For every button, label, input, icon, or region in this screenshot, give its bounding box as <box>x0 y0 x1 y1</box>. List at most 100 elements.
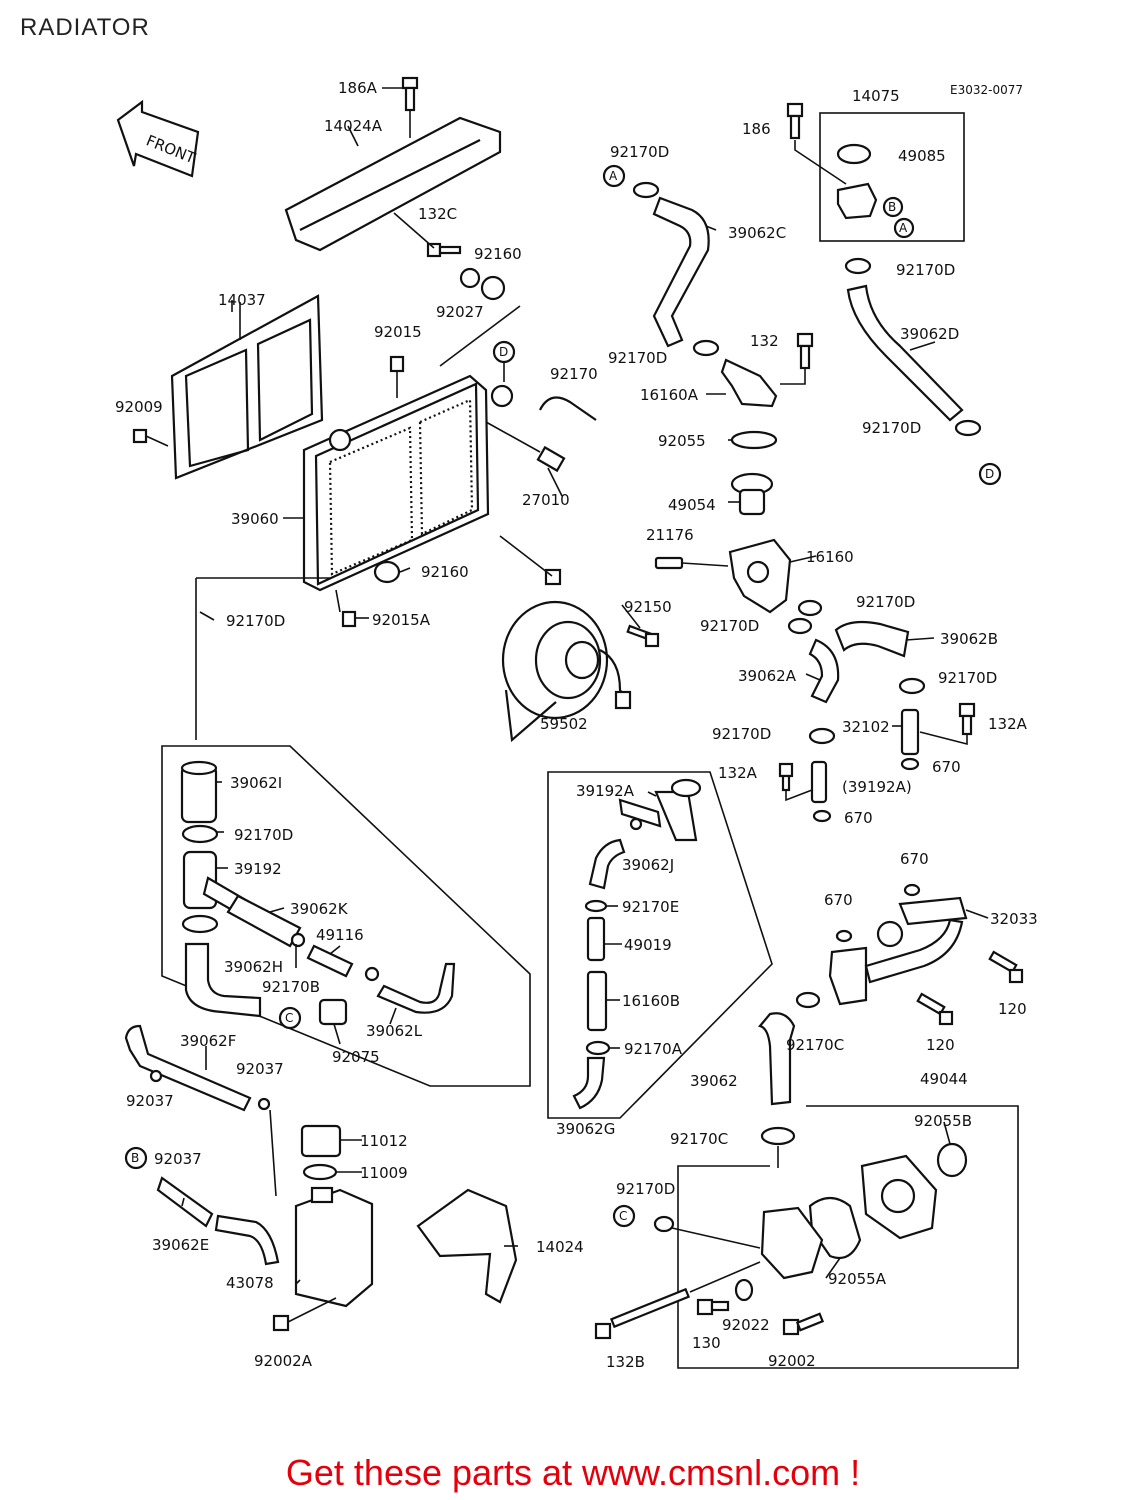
label-92170D-a: 92170D <box>226 612 285 630</box>
label-120-a: 120 <box>998 1000 1027 1018</box>
o-ring-670-a <box>900 757 920 771</box>
label-92170D-e: 92170D <box>608 349 667 367</box>
label-39060: 39060 <box>231 510 279 528</box>
label-39062: 39062 <box>690 1072 738 1090</box>
label-16160B: 16160B <box>622 992 680 1010</box>
bolt-92150 <box>626 624 660 648</box>
hose-39062H <box>184 942 262 1018</box>
gasket-49085 <box>836 143 872 165</box>
label-39062G: 39062G <box>556 1120 615 1138</box>
clamp-92170C-pump <box>760 1126 796 1146</box>
hose-39062C <box>652 196 710 348</box>
collar-92027 <box>459 267 481 289</box>
bolt-132B <box>594 1287 691 1340</box>
callout-B-left-label: B <box>131 1151 139 1165</box>
fan-switch-27010 <box>485 421 566 473</box>
label-132A-b: 132A <box>718 764 758 782</box>
label-49116: 49116 <box>316 926 364 944</box>
label-92055A: 92055A <box>828 1270 887 1288</box>
callout-A-top <box>602 164 626 188</box>
callout-C-left-label: C <box>285 1011 293 1025</box>
label-92002: 92002 <box>768 1352 816 1370</box>
bolt-186A <box>401 76 419 112</box>
clamp-92170E <box>584 899 608 913</box>
label-92055B: 92055B <box>914 1112 972 1130</box>
sensor-21176 <box>654 556 684 570</box>
hose-39062B <box>834 620 910 658</box>
hose-39062 <box>758 1012 796 1106</box>
label-670-c: 670 <box>900 850 929 868</box>
label-39062C: 39062C <box>728 224 786 242</box>
label-39062L: 39062L <box>366 1022 423 1040</box>
label-186A: 186A <box>338 79 378 97</box>
clamp-92037-a <box>149 1069 163 1083</box>
label-32033: 32033 <box>990 910 1038 928</box>
clamp-92170D-b <box>844 257 872 275</box>
label-14037: 14037 <box>218 291 266 309</box>
footer-promo-link[interactable]: Get these parts at www.cmsnl.com ! <box>285 1452 861 1493</box>
reservoir-43078 <box>294 1186 374 1308</box>
cap-11012 <box>300 1124 342 1158</box>
washer-92022 <box>734 1278 754 1302</box>
bolt-186 <box>786 102 804 140</box>
label-92009: 92009 <box>115 398 163 416</box>
joint-49019 <box>586 916 606 962</box>
callout-A-top-right-label: A <box>899 221 908 235</box>
gasket-11009 <box>302 1163 338 1181</box>
hose-39062L <box>376 962 456 1014</box>
label-16160: 16160 <box>806 548 854 566</box>
o-ring-92055B <box>936 1142 968 1178</box>
callout-A-top-label: A <box>609 169 618 183</box>
radiator-parts-diagram: E3032-0077 FRONT <box>115 76 1038 1371</box>
label-92170D-d: 92170D <box>862 419 921 437</box>
label-43078: 43078 <box>226 1274 274 1292</box>
clamp-92170C <box>795 991 821 1009</box>
label-92160-top: 92160 <box>474 245 522 263</box>
clamp-92170D-c <box>632 181 660 199</box>
label-49085: 49085 <box>898 147 946 165</box>
hose-39062K <box>226 894 306 948</box>
label-92170D-b: 92170D <box>610 143 669 161</box>
fan-59502 <box>501 568 632 743</box>
label-670-d: 670 <box>824 891 853 909</box>
drawing-code: E3032-0077 <box>950 83 1023 97</box>
label-21176: 21176 <box>646 526 694 544</box>
clamp-92170D-left <box>181 824 219 844</box>
bolt-132A-a <box>958 702 976 736</box>
label-49054: 49054 <box>668 496 716 514</box>
label-92170C: 92170C <box>786 1036 844 1054</box>
housing-16160A <box>720 358 778 408</box>
label-49044: 49044 <box>920 1070 968 1088</box>
grommet-92075 <box>318 998 348 1026</box>
callout-D-left-label: D <box>499 345 508 359</box>
clamp-92170A <box>585 1040 611 1056</box>
label-92160-bottom: 92160 <box>421 563 469 581</box>
label-39192: 39192 <box>234 860 282 878</box>
label-92170D-k: 92170D <box>616 1180 675 1198</box>
thermostat-49054 <box>730 472 774 516</box>
label-92170: 92170 <box>550 365 598 383</box>
shroud-14024A <box>284 116 502 252</box>
nut-92015 <box>389 355 405 373</box>
label-132A-a: 132A <box>988 715 1028 733</box>
label-39062E: 39062E <box>152 1236 209 1254</box>
water-pump-49044 <box>760 1154 938 1280</box>
label-32102: 32102 <box>842 718 890 736</box>
clamp-92170D-lower <box>181 914 219 934</box>
hose-39062I <box>180 760 218 824</box>
hose-39062F <box>124 1024 252 1112</box>
label-39062F: 39062F <box>180 1032 236 1050</box>
label-39062J: 39062J <box>622 856 674 874</box>
label-670-b: 670 <box>844 809 873 827</box>
label-92170C-pump: 92170C <box>670 1130 728 1148</box>
label-14024A: 14024A <box>324 117 383 135</box>
label-670-a: 670 <box>932 758 961 776</box>
bolt-92002A <box>272 1297 337 1332</box>
label-92170D-j: 92170D <box>234 826 293 844</box>
clamp-92170D-h <box>898 677 926 695</box>
label-92170B: 92170B <box>262 978 320 996</box>
hose-39062G <box>572 1056 606 1110</box>
label-92037-c: 92037 <box>154 1150 202 1168</box>
callout-A-top-right <box>893 217 915 239</box>
hose-39062D <box>846 284 964 422</box>
